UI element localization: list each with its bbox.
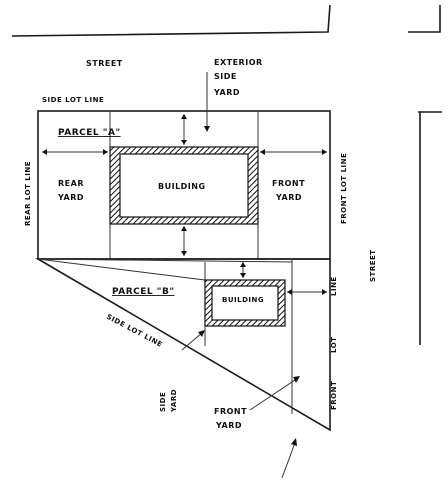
- pointer-line: [281, 439, 297, 479]
- parcel-b-boundary: [35, 258, 331, 432]
- street-top-label: STREET: [86, 59, 123, 68]
- building-b: [204, 279, 286, 327]
- street-edge-right: [418, 111, 442, 345]
- front-yard-a-label-2: YARD: [275, 193, 302, 202]
- parcel-a-label: PARCEL "A": [58, 128, 121, 138]
- front-yard-b-label-2: YARD: [215, 421, 242, 430]
- side-lot-line-top-label: SIDE LOT LINE: [42, 96, 104, 104]
- front-lot-line-a-label: FRONT LOT LINE: [340, 153, 348, 224]
- street-edge-top: [11, 4, 441, 37]
- front-yard-b-label-1: FRONT: [214, 407, 247, 416]
- rear-yard-label-1: REAR: [58, 179, 84, 188]
- parcel-b-label: PARCEL "B": [112, 287, 175, 297]
- exterior-side-yard-label-3: YARD: [213, 88, 240, 97]
- street-right-label: STREET: [369, 249, 377, 282]
- front-yard-a-label-1: FRONT: [272, 179, 305, 188]
- side-lot-line-diag-label: SIDE LOT LINE: [105, 313, 164, 349]
- exterior-side-yard-label-1: EXTERIOR: [214, 58, 263, 67]
- front-b-label: FRONT: [330, 381, 338, 410]
- setback-arrows-a: [42, 72, 327, 256]
- setback-arrows-b: [181, 262, 331, 411]
- side-yard-label-1: SIDE: [159, 392, 167, 412]
- side-yard-label-2: YARD: [170, 389, 178, 413]
- lot-line-b-label-2: LINE: [330, 276, 338, 296]
- building-b-label: BUILDING: [222, 296, 264, 304]
- building-a: [109, 146, 259, 225]
- building-a-label: BUILDING: [158, 182, 206, 191]
- rear-lot-line-label: REAR LOT LINE: [24, 161, 32, 226]
- lot-line-b-label-1: LOT: [330, 337, 338, 353]
- exterior-side-yard-label-2: SIDE: [214, 72, 237, 81]
- rear-yard-label-2: YARD: [57, 193, 84, 202]
